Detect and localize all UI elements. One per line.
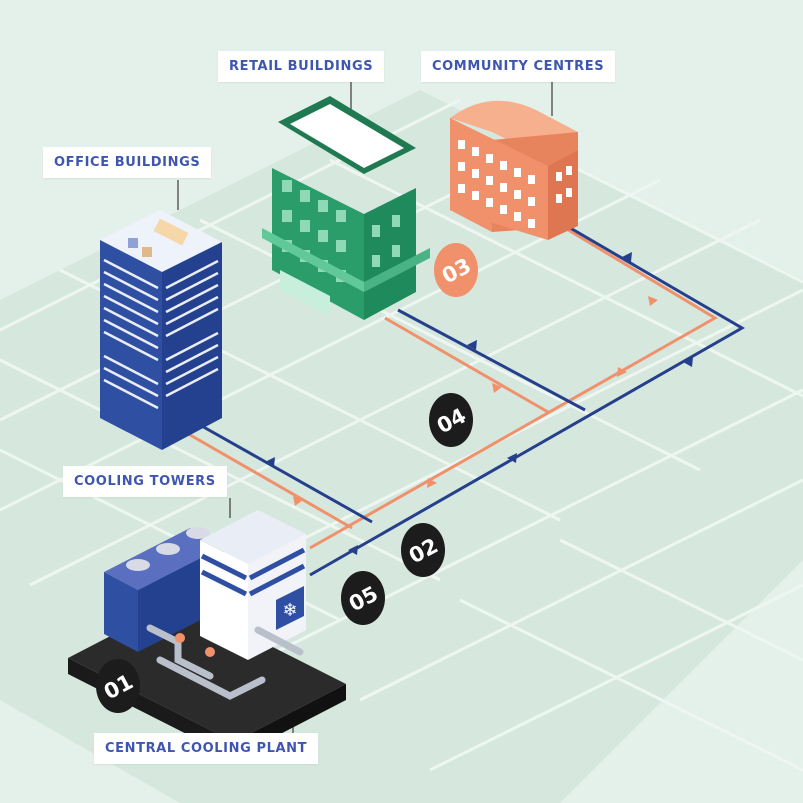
label-office-buildings: OFFICE BUILDINGS <box>43 147 212 178</box>
supply-pipes <box>199 220 746 577</box>
step-badge-04: 04 <box>429 393 473 447</box>
step-badge-02: 02 <box>401 523 445 577</box>
label-community-centres: COMMUNITY CENTRES <box>421 51 616 82</box>
community-building <box>450 100 578 240</box>
step-badge-01: 01 <box>96 659 140 713</box>
label-retail-buildings: RETAIL BUILDINGS <box>218 51 385 82</box>
retail-building <box>262 96 430 320</box>
central-cooling-plant: ❄ <box>68 510 346 758</box>
label-central-cooling-plant: CENTRAL COOLING PLANT <box>94 733 319 764</box>
step-badge-05: 05 <box>341 571 385 625</box>
snowflake-icon: ❄ <box>282 600 297 620</box>
label-cooling-towers: COOLING TOWERS <box>63 466 227 497</box>
office-building <box>100 210 222 450</box>
return-pipes <box>184 223 718 550</box>
flow-arrows <box>265 252 693 555</box>
step-badge-03: 03 <box>434 243 478 297</box>
